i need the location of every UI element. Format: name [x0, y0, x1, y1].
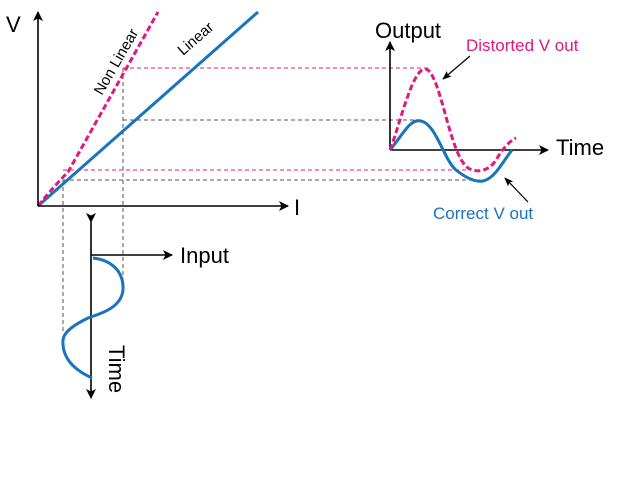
input-sine-wave: [61, 256, 125, 380]
input-label: Input: [180, 243, 229, 268]
correct-label: Correct V out: [433, 204, 533, 223]
output-label: Output: [375, 18, 441, 43]
non-linear-label: Non Linear: [91, 26, 142, 98]
output-time-label: Time: [556, 135, 604, 160]
distorted-output-wave: [388, 67, 517, 173]
distorted-label: Distorted V out: [466, 36, 579, 55]
non-linear-curve: [36, 11, 160, 207]
output-waveform-group: Output Time Distorted V out Correct V ou…: [375, 18, 604, 223]
linear-curve: [37, 10, 259, 208]
input-waveform-group: Input Time: [61, 213, 229, 399]
guide-lines: [62, 67, 480, 332]
input-time-label: Time: [104, 345, 129, 393]
distorted-pointer: [442, 55, 471, 80]
v-axis-label: V: [6, 12, 21, 37]
vi-graph: V I Non Linear Linear: [6, 10, 480, 332]
correct-output-wave: [388, 119, 514, 183]
correct-pointer: [504, 177, 529, 203]
i-axis-label: I: [294, 195, 300, 220]
